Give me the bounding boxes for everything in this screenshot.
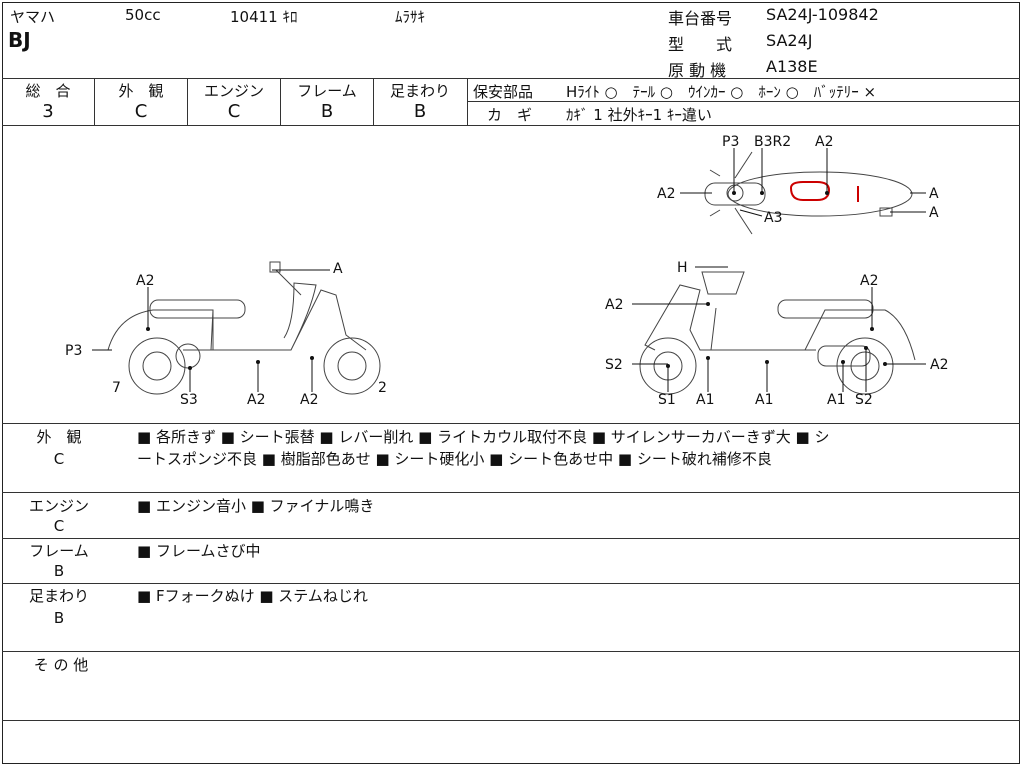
exterior-grade-label: 外 観 <box>118 82 164 100</box>
engine-grade-label: エンジン <box>203 82 264 100</box>
engine-model-value: A138E <box>766 57 818 76</box>
frame-grade-label: フレーム <box>297 82 357 100</box>
engine-grade-value: C <box>227 101 241 122</box>
mileage: 10411 ｷﾛ <box>230 8 298 26</box>
divider <box>467 78 468 125</box>
frame-section-label: フレーム <box>29 542 89 560</box>
divider <box>94 78 95 125</box>
divider <box>467 101 1020 102</box>
diagram-label: A <box>929 205 939 221</box>
diagram-label: S1 <box>658 392 676 408</box>
engine-section-grade: C <box>53 517 65 535</box>
displacement: 50cc <box>125 6 161 24</box>
suspension-section-grade: B <box>53 609 65 627</box>
scooter-damage-diagram: A2 P3 B3R2 A2 A3 A A A A2 P3 7 S3 A2 A2 … <box>65 134 948 408</box>
diagram-label: A <box>929 186 939 202</box>
diagram-label: A <box>333 261 343 277</box>
chassis-label: 車台番号 <box>668 9 733 28</box>
scooter-top-view <box>704 151 913 235</box>
diagram-label: A2 <box>300 392 318 408</box>
frame-grade-value: B <box>320 101 334 122</box>
diagram-label: A3 <box>764 210 782 226</box>
overall-grade-label: 総 合 <box>25 82 71 100</box>
diagram-label: B3R2 <box>754 134 791 150</box>
diagram-label: A1 <box>755 392 773 408</box>
diagram-label: A2 <box>930 357 948 373</box>
engine-section-label: エンジン <box>28 497 89 515</box>
exterior-notes-line1: ■ 各所きず ■ シート張替 ■ レバー削れ ■ ライトカウル取付不良 ■ サイ… <box>137 428 830 446</box>
exterior-section-grade: C <box>53 450 65 468</box>
exterior-notes-line2: ートスポンジ不良 ■ 樹脂部色あせ ■ シート硬化小 ■ シート色あせ中 ■ シ… <box>137 450 772 468</box>
key-label: カ ギ <box>487 106 533 124</box>
scooter-left-view <box>107 261 381 395</box>
diagram-label: S2 <box>605 357 623 373</box>
divider <box>2 538 1020 539</box>
diagram-label: 7 <box>112 380 121 396</box>
type-label: 型 式 <box>668 35 733 54</box>
divider <box>2 125 1020 126</box>
suspension-grade-label: 足まわり <box>389 82 450 100</box>
diagram-label: A2 <box>605 297 623 313</box>
suspension-grade-value: B <box>413 101 427 122</box>
divider <box>2 78 1020 79</box>
frame-section-grade: B <box>53 562 65 580</box>
chassis-value: SA24J-109842 <box>766 5 879 24</box>
diagram-label: A2 <box>136 273 154 289</box>
divider <box>2 720 1020 721</box>
divider <box>280 78 281 125</box>
diagram-label: S2 <box>855 392 873 408</box>
diagram-label: A1 <box>696 392 714 408</box>
diagram-label: P3 <box>65 343 82 359</box>
divider <box>2 651 1020 652</box>
engine-notes: ■ エンジン音小 ■ ファイナル鳴き <box>137 497 375 515</box>
type-value: SA24J <box>766 31 813 50</box>
diagram-label: A1 <box>827 392 845 408</box>
diagram-label: P3 <box>722 134 739 150</box>
body-color: ﾑﾗｻｷ <box>395 8 426 26</box>
scooter-right-view <box>639 271 916 395</box>
frame-notes: ■ フレームさび中 <box>137 542 261 560</box>
diagram-label: A2 <box>657 186 675 202</box>
other-section-label: そ の 他 <box>33 656 89 674</box>
overall-grade-value: 3 <box>42 101 54 122</box>
key-info: ｶｷﾞ 1 社外ｷｰ1 ｷｰ違い <box>566 106 712 124</box>
diagram-label: A2 <box>860 273 878 289</box>
diagram-label: S3 <box>180 392 198 408</box>
divider <box>187 78 188 125</box>
safety-parts-items: Hﾗｲﾄ ○ ﾃｰﾙ ○ ｳｲﾝｶｰ ○ ﾎｰﾝ ○ ﾊﾞｯﾃﾘｰ × <box>566 83 877 101</box>
diagram-label: 2 <box>378 380 387 396</box>
exterior-section-label: 外 観 <box>36 428 82 446</box>
diagram-label: A2 <box>815 134 833 150</box>
engine-model-label: 原 動 機 <box>668 61 727 80</box>
divider <box>2 492 1020 493</box>
suspension-notes: ■ Fフォークぬけ ■ ステムねじれ <box>137 587 368 605</box>
diagram-label: H <box>677 260 688 276</box>
divider <box>2 583 1020 584</box>
suspension-section-label: 足まわり <box>28 587 89 605</box>
maker-name: ヤマハ <box>10 8 56 26</box>
divider <box>373 78 374 125</box>
diagram-label: A2 <box>247 392 265 408</box>
divider <box>2 423 1020 424</box>
safety-parts-label: 保安部品 <box>473 83 534 101</box>
exterior-grade-value: C <box>134 101 148 122</box>
model-name: BJ <box>8 28 31 52</box>
